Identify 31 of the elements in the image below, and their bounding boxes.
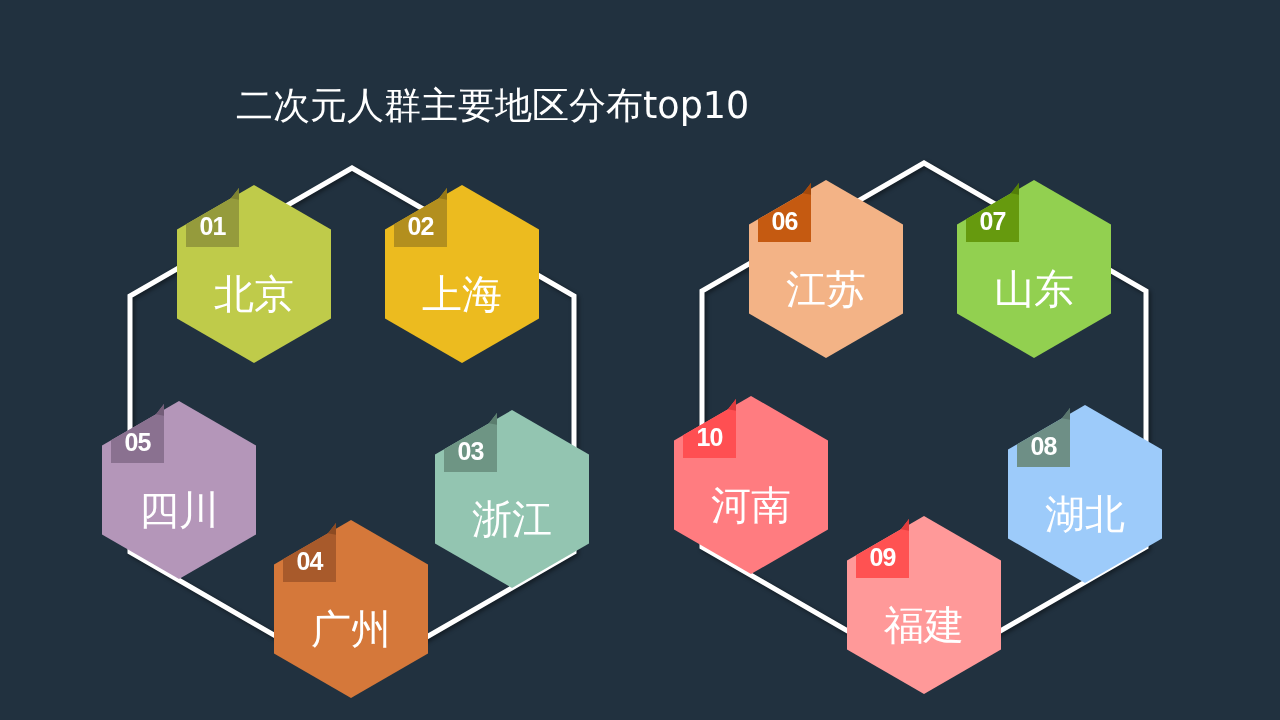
region-name: 四川 [139,487,219,533]
rank-number: 05 [124,428,151,456]
hexagon-tile [385,185,539,363]
region-name: 山东 [994,266,1074,312]
hexagon-tile [435,410,589,588]
rank-number: 09 [869,543,896,571]
rank-number: 08 [1030,432,1057,460]
hexagon-tile [1008,405,1162,583]
region-name: 广州 [311,606,391,652]
hexagon-tile [177,185,331,363]
hexagon-tile [274,520,428,698]
region-name: 浙江 [472,496,552,542]
rank-number: 04 [296,547,323,575]
region-name: 上海 [422,271,502,317]
rank-number: 06 [771,207,798,235]
region-name: 湖北 [1045,491,1125,537]
rank-number: 01 [199,212,226,240]
rank-number: 02 [407,212,434,240]
hexagon-tile [847,516,1001,694]
hexagon-tile [674,396,828,574]
region-name: 河南 [711,482,791,528]
hexagon-tile [749,180,903,358]
hexagon-tile [957,180,1111,358]
hexagon-tile [102,401,256,579]
region-name: 北京 [214,271,294,317]
region-name: 福建 [884,602,964,648]
region-name: 江苏 [786,266,866,312]
diagram-title: 二次元人群主要地区分布top10 [236,84,750,128]
rank-number: 07 [979,207,1006,235]
rank-number: 10 [696,423,723,451]
rank-number: 03 [457,437,484,465]
